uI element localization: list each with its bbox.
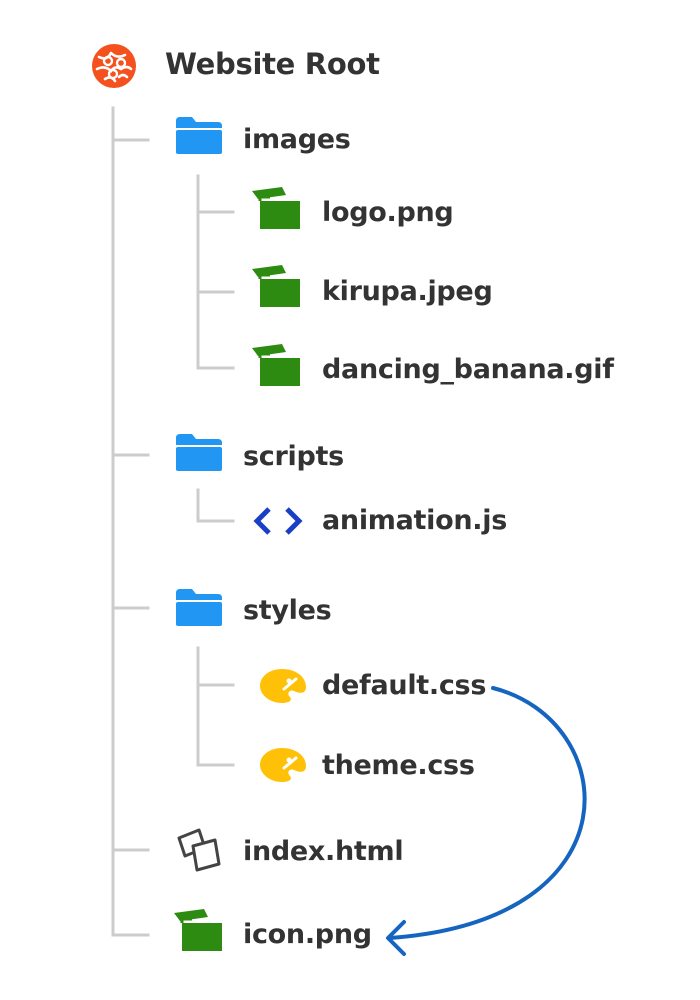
code-icon[interactable] (253, 505, 303, 537)
image-icon[interactable] (250, 263, 302, 309)
globe-icon (91, 43, 137, 89)
file-label-index-html[interactable]: index.html (243, 836, 404, 867)
image-icon[interactable] (250, 342, 302, 388)
file-label-theme-css[interactable]: theme.css (322, 750, 475, 781)
connector-lines (111, 106, 235, 937)
reference-arrow (386, 686, 587, 956)
image-icon[interactable] (250, 185, 302, 231)
file-label-animation[interactable]: animation.js (322, 505, 507, 536)
file-label-dancing-banana[interactable]: dancing_banana.gif (322, 354, 614, 385)
folder-label-scripts[interactable]: scripts (243, 441, 344, 472)
palette-icon[interactable] (258, 746, 308, 784)
folder-icon[interactable] (174, 587, 224, 627)
file-label-icon-png[interactable]: icon.png (243, 919, 372, 950)
folder-icon[interactable] (174, 115, 224, 155)
file-label-kirupa[interactable]: kirupa.jpeg (322, 276, 493, 307)
documents-icon[interactable] (175, 826, 225, 874)
folder-label-images[interactable]: images (243, 124, 351, 155)
image-icon[interactable] (172, 907, 224, 953)
folder-label-styles[interactable]: styles (243, 595, 332, 626)
file-label-logo[interactable]: logo.png (322, 197, 454, 228)
file-label-default-css[interactable]: default.css (322, 670, 487, 701)
root-label: Website Root (165, 47, 380, 81)
palette-icon[interactable] (258, 667, 308, 705)
folder-icon[interactable] (174, 432, 224, 472)
